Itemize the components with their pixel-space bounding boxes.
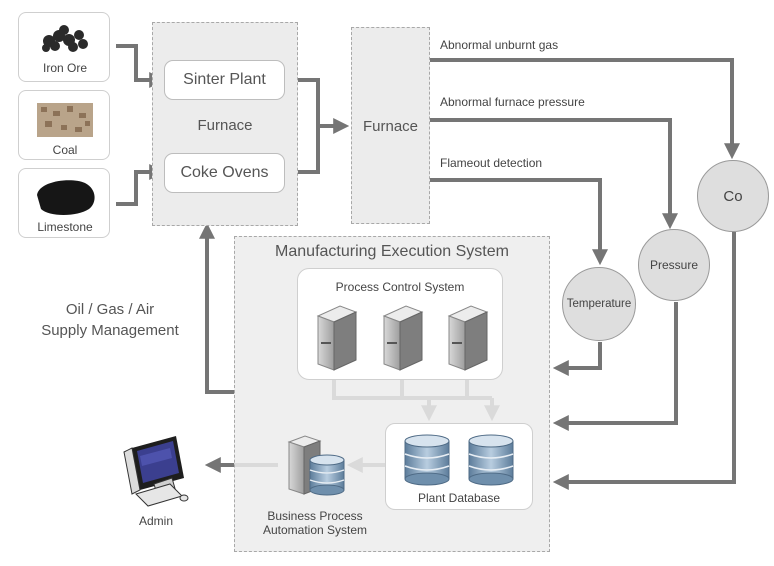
- input-card-coal: Coal: [18, 90, 110, 160]
- arrow-iron-ore-to-sinter: [116, 44, 166, 88]
- signal-flameout-label: Flameout detection: [440, 156, 543, 170]
- furnace-main-panel: [351, 27, 430, 224]
- sensor-co: Co: [697, 160, 769, 232]
- supply-label-line2: Supply Management: [41, 322, 179, 339]
- signal-furnace-pressure-label: Abnormal furnace pressure: [440, 95, 585, 109]
- arrow-mes-to-furnace: [199, 222, 235, 394]
- database-icon-1: [404, 434, 450, 486]
- limestone-image: [37, 180, 95, 215]
- sensor-temperature: Temperature: [562, 267, 636, 341]
- coal-image: [37, 103, 93, 137]
- mes-title: Manufacturing Execution System: [275, 243, 509, 260]
- iron-ore-image: [42, 25, 88, 52]
- input-card-iron-ore: Iron Ore: [18, 12, 110, 82]
- arrow-pressure-to-pressure-sensor: [430, 118, 678, 230]
- furnace-group-label: Furnace: [197, 117, 253, 134]
- bpas-label-line2: Automation System: [262, 523, 368, 537]
- arrow-pressure-sensor-to-mes: [552, 302, 678, 431]
- server-icon-3: [447, 305, 489, 371]
- arrow-temperature-to-mes: [552, 342, 602, 376]
- arrow-unburnt-gas-to-co: [430, 58, 740, 160]
- arrow-co-to-mes: [552, 232, 736, 490]
- admin-label: Admin: [138, 514, 173, 528]
- arrow-flameout-to-temperature: [430, 178, 608, 266]
- sinter-plant-node: Sinter Plant: [164, 60, 285, 100]
- input-label-coal: Coal: [52, 143, 78, 157]
- input-card-limestone: Limestone: [18, 168, 110, 238]
- bpas-label: Business Process Automation System: [246, 509, 384, 537]
- bpas-label-line1: Business Process: [267, 509, 363, 523]
- supply-label-line1: Oil / Gas / Air: [65, 301, 155, 318]
- furnace-main-label: Furnace: [362, 118, 419, 135]
- coke-ovens-node: Coke Ovens: [164, 153, 285, 193]
- pcs-title: Process Control System: [335, 280, 465, 294]
- input-label-iron-ore: Iron Ore: [42, 61, 87, 75]
- arrow-sinter-to-furnace: [285, 78, 350, 134]
- arrow-limestone-to-coke: [116, 164, 166, 206]
- server-icon-2: [382, 305, 424, 371]
- sensor-pressure: Pressure: [638, 229, 710, 301]
- supply-management-label: Oil / Gas / Air Supply Management: [20, 299, 200, 341]
- signal-unburnt-gas-label: Abnormal unburnt gas: [440, 38, 559, 52]
- input-label-limestone: Limestone: [37, 220, 93, 234]
- server-icon-1: [316, 305, 358, 371]
- plant-db-label: Plant Database: [417, 491, 501, 505]
- database-icon-2: [468, 434, 514, 486]
